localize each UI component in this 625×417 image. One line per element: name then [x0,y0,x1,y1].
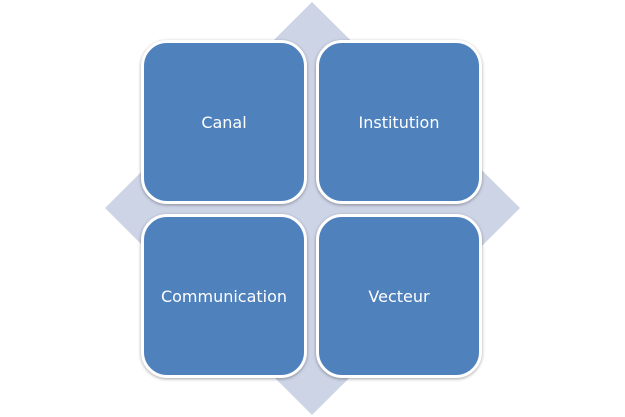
box-label: Vecteur [368,286,430,306]
box-vecteur: Vecteur [316,214,482,378]
box-institution: Institution [316,40,482,204]
box-label: Communication [160,286,288,306]
box-canal: Canal [141,40,307,204]
box-label: Canal [201,112,247,132]
box-communication: Communication [141,214,307,378]
box-label: Institution [358,112,440,132]
